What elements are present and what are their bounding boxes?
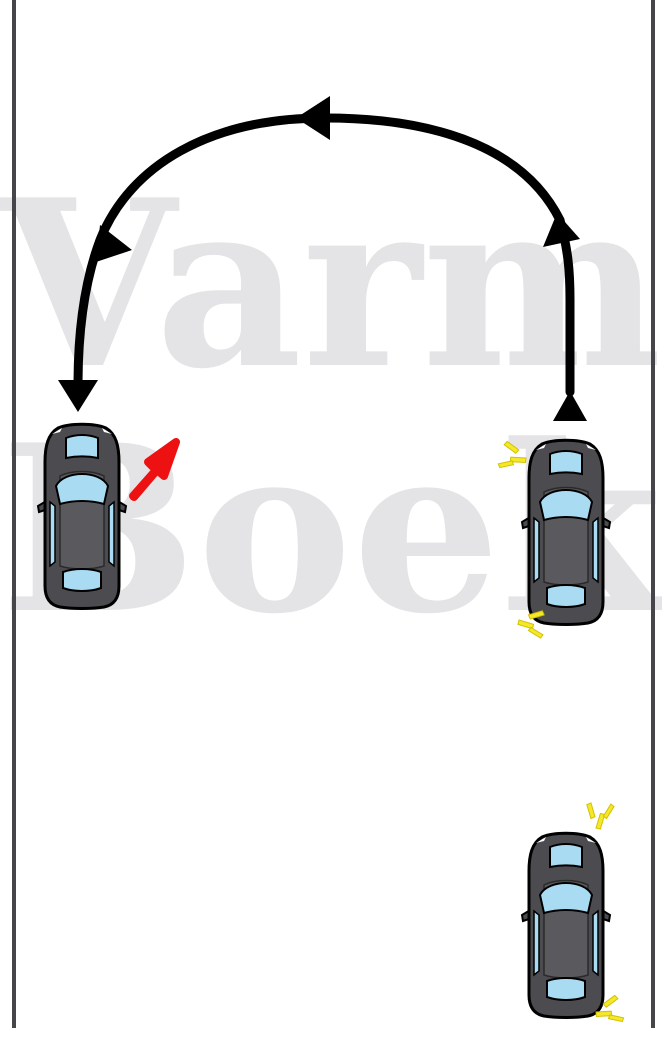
- path-arrowhead-top-icon: [296, 96, 330, 140]
- watermark-line-1: Varm: [0, 150, 662, 420]
- car-end-icon: [36, 422, 128, 610]
- path-arrowhead-end-icon: [58, 380, 98, 412]
- path-arrowhead-up-icon: [543, 213, 580, 247]
- car-oncoming-icon: [520, 831, 612, 1019]
- car-start-icon: [520, 438, 612, 626]
- path-arrowhead-left-icon: [96, 225, 132, 262]
- path-arrowhead-start-icon: [553, 391, 587, 421]
- red-arrow-icon: [129, 438, 180, 501]
